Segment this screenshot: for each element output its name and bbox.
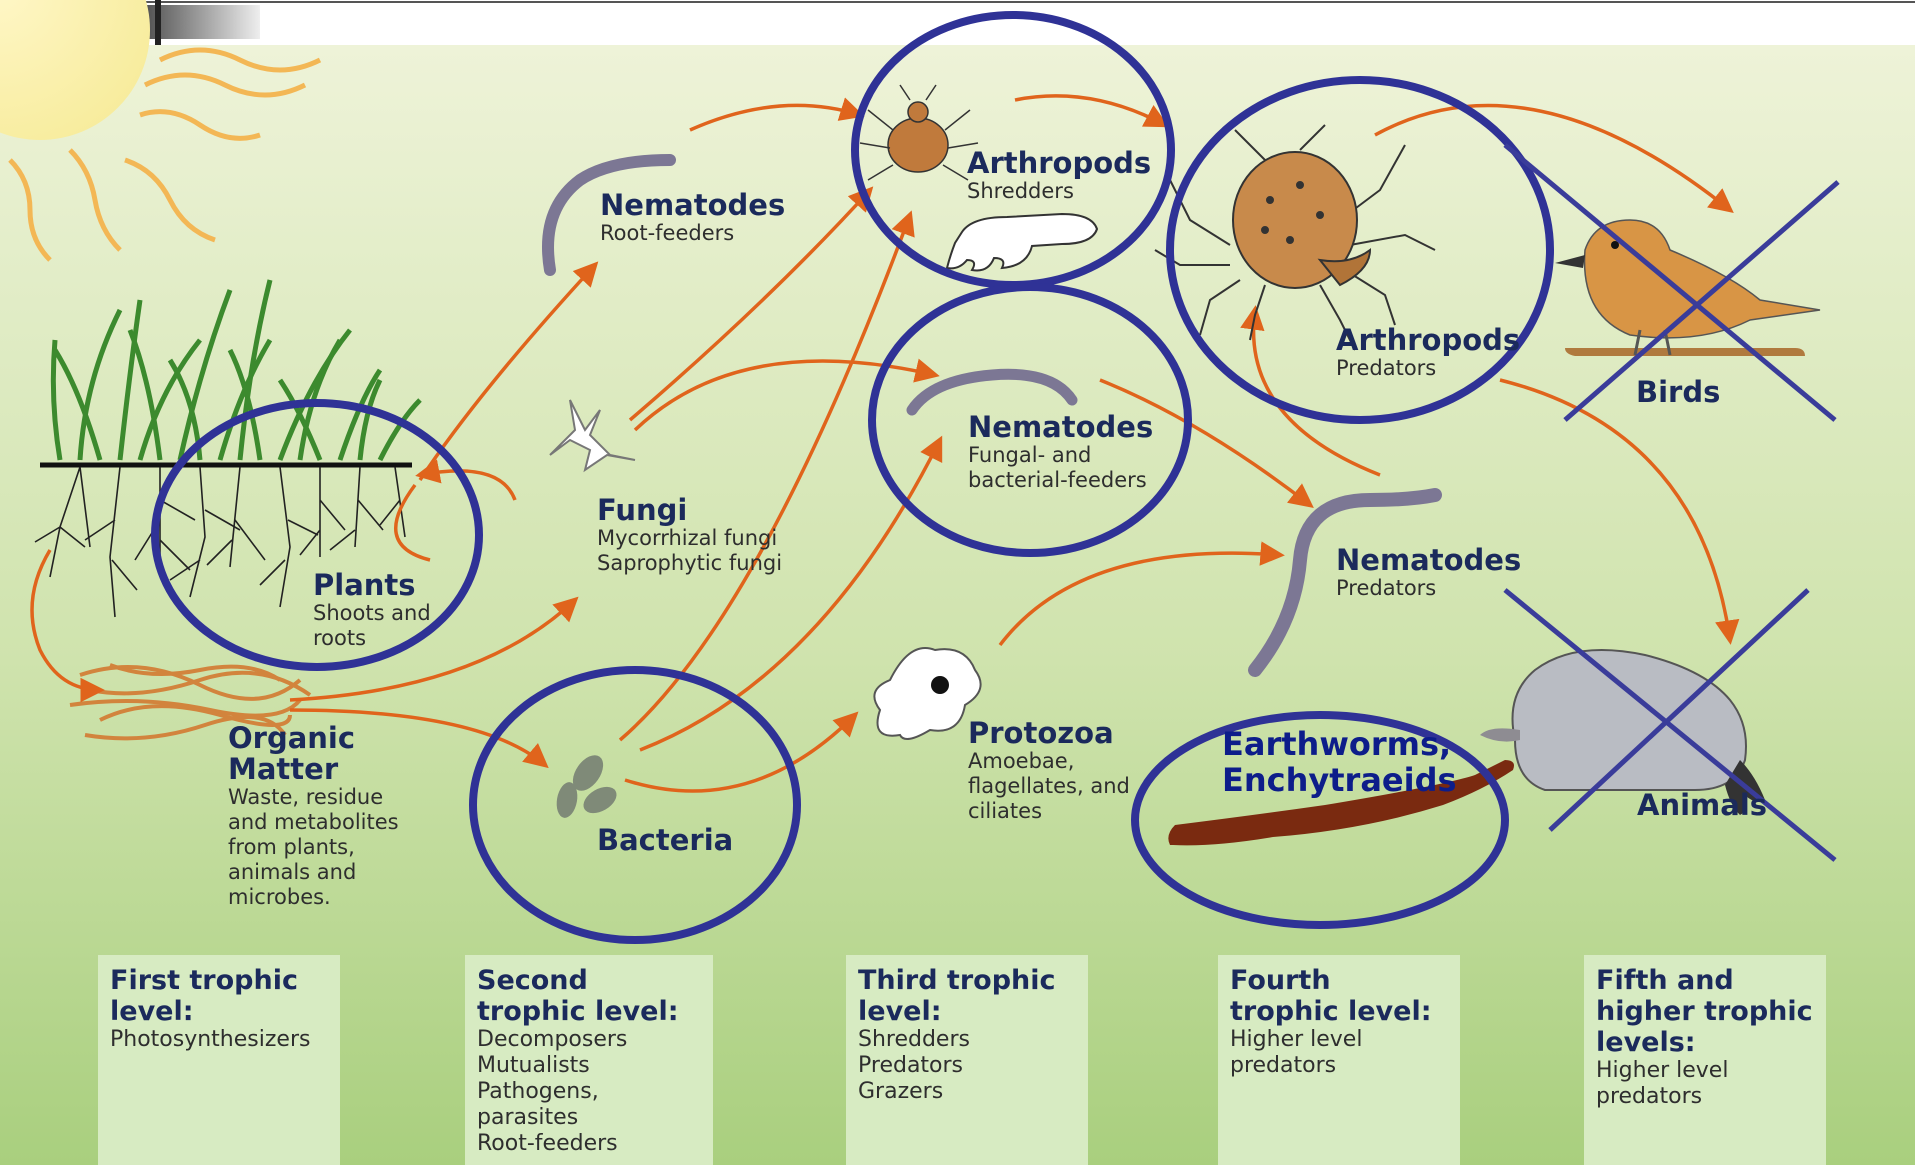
grass-icon xyxy=(50,279,422,462)
label-animals: Animals xyxy=(1637,790,1767,821)
cross-animals-a xyxy=(1503,588,1837,862)
circle-bacteria xyxy=(469,666,801,944)
mite-icon xyxy=(859,84,979,181)
fungi-subtitle-2: Saprophytic fungi xyxy=(597,551,783,575)
circle-earthworms xyxy=(1131,711,1509,929)
trophic-level-5: Fifth and higher trophic levels: Higher … xyxy=(1584,955,1826,1165)
arrow-nematodes-to-prednematodes xyxy=(1099,378,1314,508)
nematodes-predators-title: Nematodes xyxy=(1336,543,1522,577)
trophic-level-5-heading: Fifth and higher trophic levels: xyxy=(1596,965,1813,1058)
trophic-level-4-item: Higher level predators xyxy=(1230,1027,1363,1078)
label-fungi: Fungi Mycorrhizal fungi Saprophytic fung… xyxy=(597,495,782,576)
organic-matter-title: Organic Matter xyxy=(228,721,356,786)
label-bacteria: Bacteria xyxy=(597,825,733,856)
label-plants: Plants Shoots and roots xyxy=(313,570,443,651)
label-protozoa: Protozoa Amoebae, flagellates, and cilia… xyxy=(968,718,1188,824)
cross-birds-b xyxy=(1563,180,1840,422)
cross-animals-b xyxy=(1548,588,1810,832)
trophic-level-2-item: Mutualists xyxy=(477,1053,590,1078)
bacteria-title: Bacteria xyxy=(597,823,734,857)
nematodes-fungal-subtitle: Fungal- and bacterial-feeders xyxy=(968,443,1147,492)
trophic-level-3: Third trophic level: Shredders Predators… xyxy=(846,955,1088,1165)
arthropods-shredders-subtitle: Shredders xyxy=(967,179,1074,203)
cross-birds-a xyxy=(1503,143,1837,422)
arrow-plants-to-organic xyxy=(30,549,105,703)
trophic-level-3-item: Shredders xyxy=(858,1027,970,1052)
nematodes-root-title: Nematodes xyxy=(600,188,786,222)
trophic-level-5-item: Higher level predators xyxy=(1596,1058,1729,1109)
earthworms-line-2: Enchytraeids xyxy=(1222,761,1457,799)
arrow-protozoa-to-prednematodes xyxy=(998,541,1285,647)
animals-title: Animals xyxy=(1637,788,1768,822)
nematodes-fungal-title: Nematodes xyxy=(968,410,1154,444)
label-organic-matter: Organic Matter Waste, residue and metabo… xyxy=(228,723,428,910)
fungi-subtitle-1: Mycorrhizal fungi xyxy=(597,526,778,550)
birds-title: Birds xyxy=(1636,375,1721,409)
worm-icon xyxy=(542,154,676,276)
worm-icon xyxy=(1248,488,1442,677)
protozoa-title: Protozoa xyxy=(968,716,1114,750)
nematodes-root-subtitle: Root-feeders xyxy=(600,221,735,245)
arthropods-predators-title: Arthropods xyxy=(1336,323,1521,357)
protozoa-subtitle: Amoebae, flagellates, and ciliates xyxy=(968,749,1130,823)
arrow-arthropods-to-animals xyxy=(1499,378,1740,645)
plants-title: Plants xyxy=(313,568,416,602)
trophic-level-4: Fourth trophic level: Higher level preda… xyxy=(1218,955,1460,1165)
roots-icon xyxy=(34,466,406,618)
arrow-bacteria-to-arthropods xyxy=(618,210,915,742)
nematodes-predators-subtitle: Predators xyxy=(1336,576,1437,600)
mite-icon xyxy=(1154,124,1436,351)
arrow-fungi-to-arthropods xyxy=(628,186,874,422)
trophic-level-1: First trophic level: Photosynthesizers xyxy=(98,955,340,1165)
trophic-level-4-heading: Fourth trophic level: xyxy=(1230,965,1432,1027)
hand-icon xyxy=(945,212,1099,272)
arrow-arthropods-to-predators xyxy=(1014,94,1170,128)
label-arthropods-shredders: Arthropods Shredders xyxy=(967,148,1151,204)
arthropods-shredders-title: Arthropods xyxy=(967,146,1152,180)
trophic-level-3-item: Predators xyxy=(858,1053,964,1078)
plants-subtitle: Shoots and roots xyxy=(313,601,431,650)
arrow-arthropods-to-birds xyxy=(1374,103,1734,214)
trophic-level-2-item: Pathogens, parasites xyxy=(477,1079,599,1130)
arrow-organic-to-fungi xyxy=(289,596,579,702)
cross-out-marks xyxy=(1503,143,1840,862)
circle-arthropods-predators xyxy=(1166,76,1554,424)
trophic-level-2: Second trophic level: Decomposers Mutual… xyxy=(465,955,713,1165)
label-nematodes-root: Nematodes Root-feeders xyxy=(600,190,785,246)
highlight-circles xyxy=(151,11,1554,944)
fungi-title: Fungi xyxy=(597,493,688,527)
organic-matter-subtitle: Waste, residue and metabolites from plan… xyxy=(228,785,399,909)
trophic-level-2-item: Root-feeders xyxy=(477,1131,618,1156)
fungi-icon xyxy=(549,399,636,473)
earthworm-icon xyxy=(1168,760,1514,846)
trophic-level-2-heading: Second trophic level: xyxy=(477,965,679,1027)
label-earthworms: Earthworms, Enchytraeids xyxy=(1222,726,1457,798)
worm-icon xyxy=(906,368,1078,416)
amoeba-icon xyxy=(873,647,982,740)
sun-icon xyxy=(0,0,322,262)
arrow-plants-to-rootnematodes xyxy=(418,261,599,481)
trophic-level-3-heading: Third trophic level: xyxy=(858,965,1056,1027)
arrow-fungi-to-plants xyxy=(394,483,431,562)
label-birds: Birds xyxy=(1636,377,1720,408)
trophic-level-3-item: Grazers xyxy=(858,1079,944,1104)
arrow-rootnem-to-arthropods xyxy=(689,97,865,132)
bacteria-icon xyxy=(556,755,617,818)
label-nematodes-fungal: Nematodes Fungal- and bacterial-feeders xyxy=(968,412,1158,493)
circle-nematodes-fungal xyxy=(868,283,1192,557)
arrow-organic-to-bacteria xyxy=(289,708,549,769)
arrow-bacteria-to-protozoa xyxy=(624,711,859,793)
label-nematodes-predators: Nematodes Predators xyxy=(1336,545,1521,601)
label-arthropods-predators: Arthropods Predators xyxy=(1336,325,1520,381)
earthworms-line-1: Earthworms, xyxy=(1222,725,1452,763)
trophic-level-2-item: Decomposers xyxy=(477,1027,628,1052)
circle-plants xyxy=(151,399,483,671)
trophic-level-1-item: Photosynthesizers xyxy=(110,1027,311,1052)
trophic-level-1-heading: First trophic level: xyxy=(110,965,298,1027)
arthropods-predators-subtitle: Predators xyxy=(1336,356,1437,380)
organic-matter-icon xyxy=(69,663,312,741)
